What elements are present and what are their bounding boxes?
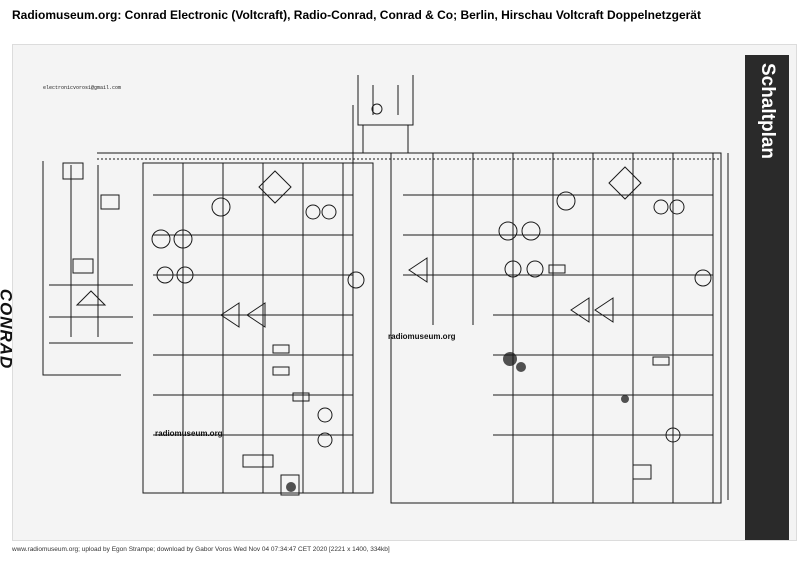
schematic-image: electronicvoros1@gmail.com CONRAD Schalt…	[0, 44, 797, 541]
schematic-drawing	[42, 75, 729, 504]
brand-logo: CONRAD	[0, 288, 16, 370]
email-note: electronicvoros1@gmail.com	[43, 85, 122, 91]
schematic-heading: Schaltplan	[757, 62, 778, 160]
watermark-label: radiomuseum.org	[155, 429, 223, 438]
page-title: Radiomuseum.org: Conrad Electronic (Volt…	[12, 8, 701, 22]
heading-band: Schaltplan	[745, 55, 789, 540]
footer-credit: www.radiomuseum.org; upload by Egon Stra…	[12, 546, 390, 553]
watermark-label: radiomuseum.org	[388, 332, 456, 341]
